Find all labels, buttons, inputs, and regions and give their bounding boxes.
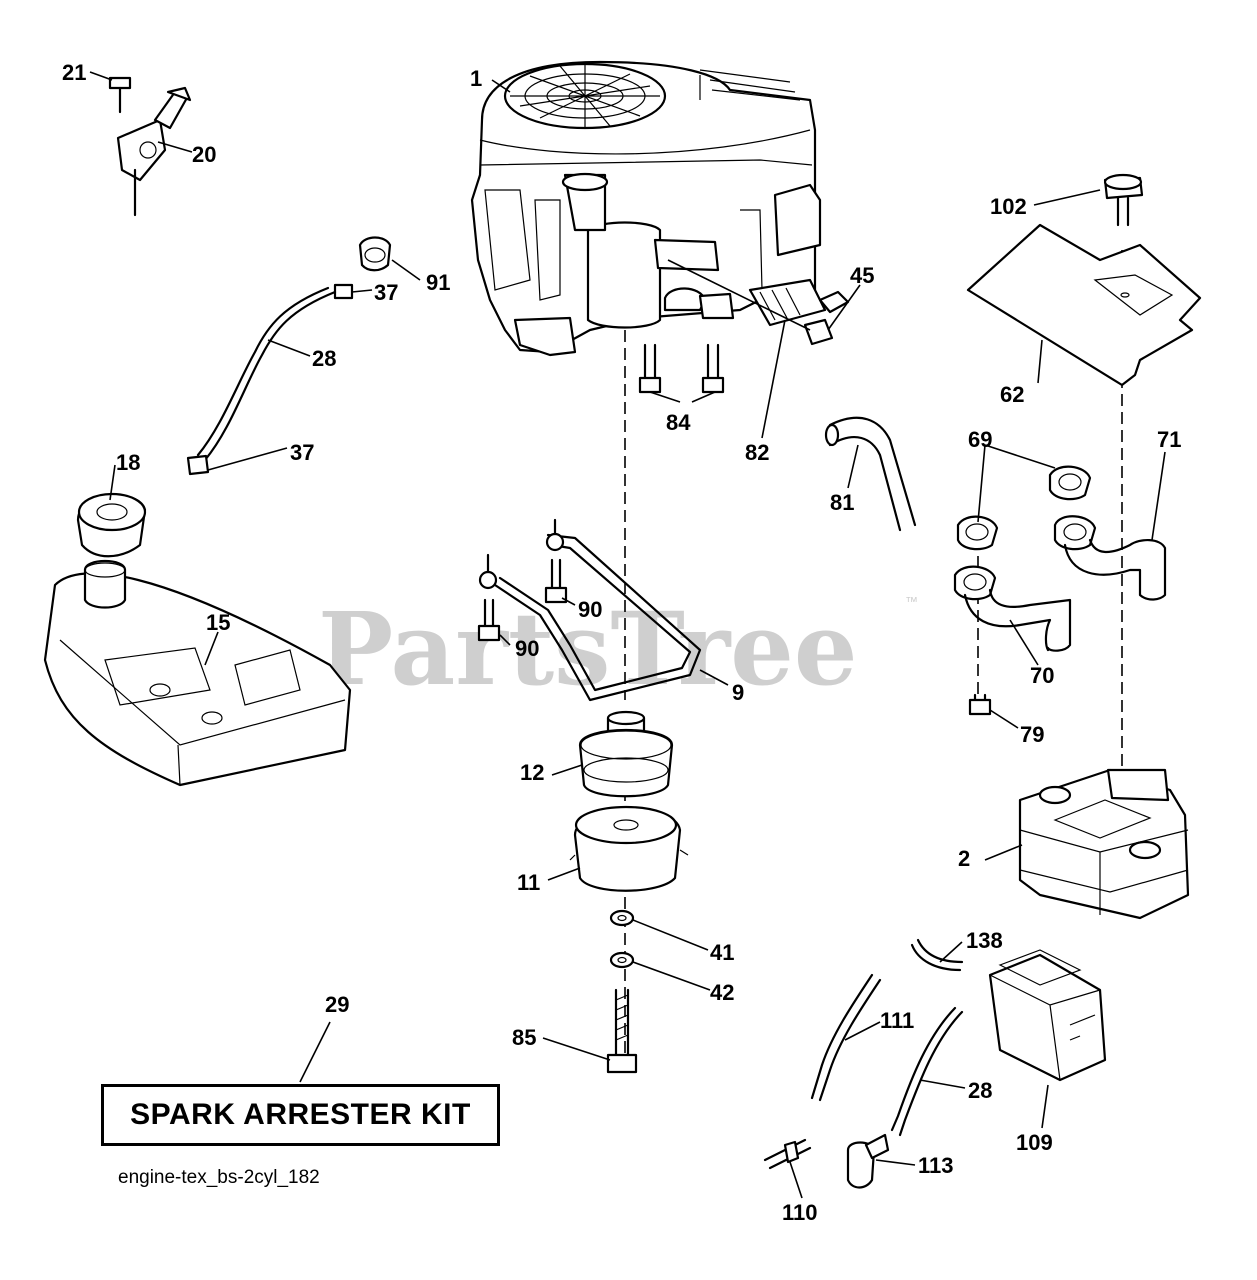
callout-label: 81 <box>830 490 854 515</box>
callout-label: 109 <box>1016 1130 1053 1155</box>
heat-shield-parts <box>966 173 1202 387</box>
watermark: PartsTree <box>318 590 858 708</box>
leader-lines <box>89 71 1166 1199</box>
callout-label: 28 <box>968 1078 992 1103</box>
callout-label: 15 <box>206 610 230 635</box>
callout-label: 1 <box>470 66 482 91</box>
spark-arrester-parts <box>763 938 1107 1189</box>
callout-label: 102 <box>990 194 1027 219</box>
callout-label: 37 <box>290 440 314 465</box>
callout-label: 9 <box>732 680 744 705</box>
callout-label: 2 <box>958 846 970 871</box>
trademark-mark: ™ <box>905 594 918 609</box>
callout-label: 79 <box>1020 722 1044 747</box>
callout-label: 90 <box>578 597 602 622</box>
callout-label: 11 <box>517 870 540 895</box>
throttle-control-parts <box>108 76 192 217</box>
callout-label: 20 <box>192 142 216 167</box>
kit-label: SPARK ARRESTER KIT <box>130 1098 471 1131</box>
callout-label: 91 <box>426 270 450 295</box>
muffler-illustration <box>1018 768 1190 920</box>
spark-arrester-kit-box: SPARK ARRESTER KIT <box>101 1084 500 1146</box>
fuel-hose-parts <box>186 236 392 476</box>
fuel-tank-parts <box>43 492 352 787</box>
diagram-id: engine-tex_bs-2cyl_182 <box>118 1167 320 1188</box>
pto-clutch-parts <box>569 710 689 1074</box>
callout-label: 12 <box>520 760 544 785</box>
callout-label: 82 <box>745 440 769 465</box>
callout-label: 113 <box>918 1153 954 1178</box>
callout-label: 18 <box>116 450 140 475</box>
engine-mount-bolts <box>638 343 725 394</box>
engine-bracket-parts <box>477 518 702 702</box>
callout-label: 84 <box>666 410 691 435</box>
callout-label: 41 <box>710 940 734 965</box>
callout-label: 110 <box>782 1200 818 1225</box>
callout-label: 69 <box>968 427 992 452</box>
callout-label: 29 <box>325 992 349 1017</box>
callout-label: 37 <box>374 280 398 305</box>
callout-label: 71 <box>1157 427 1181 452</box>
callout-label: 28 <box>312 346 336 371</box>
callout-label: 70 <box>1030 663 1054 688</box>
exhaust-pipe-parts <box>953 465 1167 716</box>
engine-illustration <box>470 60 822 357</box>
callout-label: 90 <box>515 636 539 661</box>
callout-label: 138 <box>966 928 1003 953</box>
callout-label: 111 <box>880 1008 914 1033</box>
callout-label: 42 <box>710 980 734 1005</box>
callout-labels: 1 2 9 11 12 15 18 20 21 28 28 29 37 37 4… <box>62 60 1181 1225</box>
callout-label: 45 <box>850 263 874 288</box>
callout-label: 21 <box>62 60 86 85</box>
callout-label: 85 <box>512 1025 536 1050</box>
callout-label: 62 <box>1000 382 1024 407</box>
